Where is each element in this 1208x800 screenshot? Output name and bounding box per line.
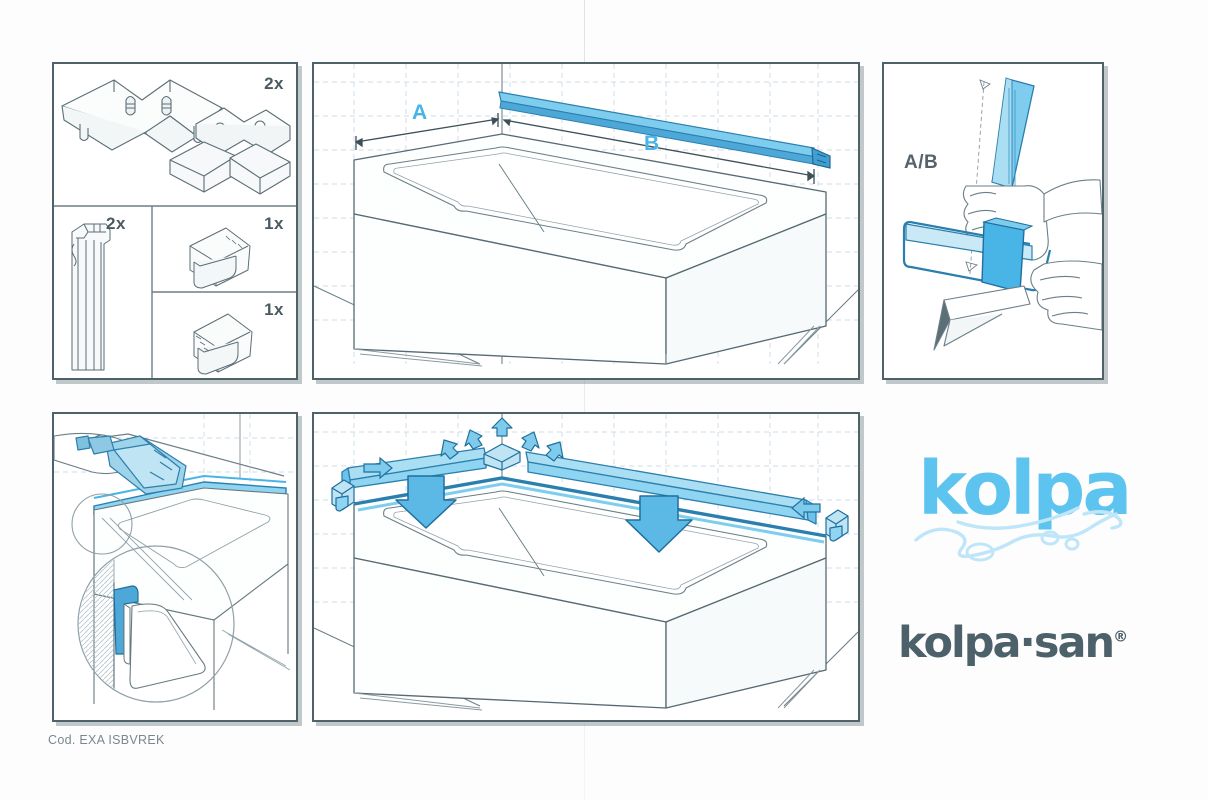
logo-kolpa-text: kolpa [918, 446, 1132, 532]
qty-label-end-cap-right: 1x [264, 214, 284, 233]
miter-saw-illustration [902, 77, 1102, 351]
qty-label-profile-strips: 2x [106, 214, 126, 233]
bathtub-measure-illustration [314, 64, 858, 367]
silicone-application-illustration [54, 414, 296, 710]
water-splash-decoration [914, 506, 1123, 562]
panel-cut-profile: A/B [882, 62, 1104, 380]
panel-fit-profile [312, 412, 860, 722]
panel-parts-inventory: 2x 2x 1x 1x [52, 62, 298, 380]
logo-kolpasan-text: kolpa·san® [898, 622, 1128, 665]
profile-fitting-illustration [314, 414, 858, 711]
qty-label-end-cap-left: 1x [264, 300, 284, 319]
scan-fold-line [584, 0, 585, 800]
panel-apply-silicone [52, 412, 298, 722]
logo-kolpasan: kolpa·san® [898, 622, 1160, 684]
logo-kolpasan-wordmark: kolpa·san [898, 618, 1115, 668]
registered-trademark-icon: ® [1113, 627, 1129, 646]
dimension-label-a: A [412, 101, 428, 124]
logo-kolpa: kolpa [898, 452, 1158, 562]
document-code: Cod. EXA ISBVREK [48, 733, 165, 747]
parts-illustration [54, 79, 296, 378]
panel-measure-bathtub: A B [312, 62, 860, 380]
cut-label-ab: A/B [904, 152, 939, 173]
dimension-label-b: B [644, 132, 660, 155]
qty-label-corner-pieces: 2x [264, 74, 284, 93]
